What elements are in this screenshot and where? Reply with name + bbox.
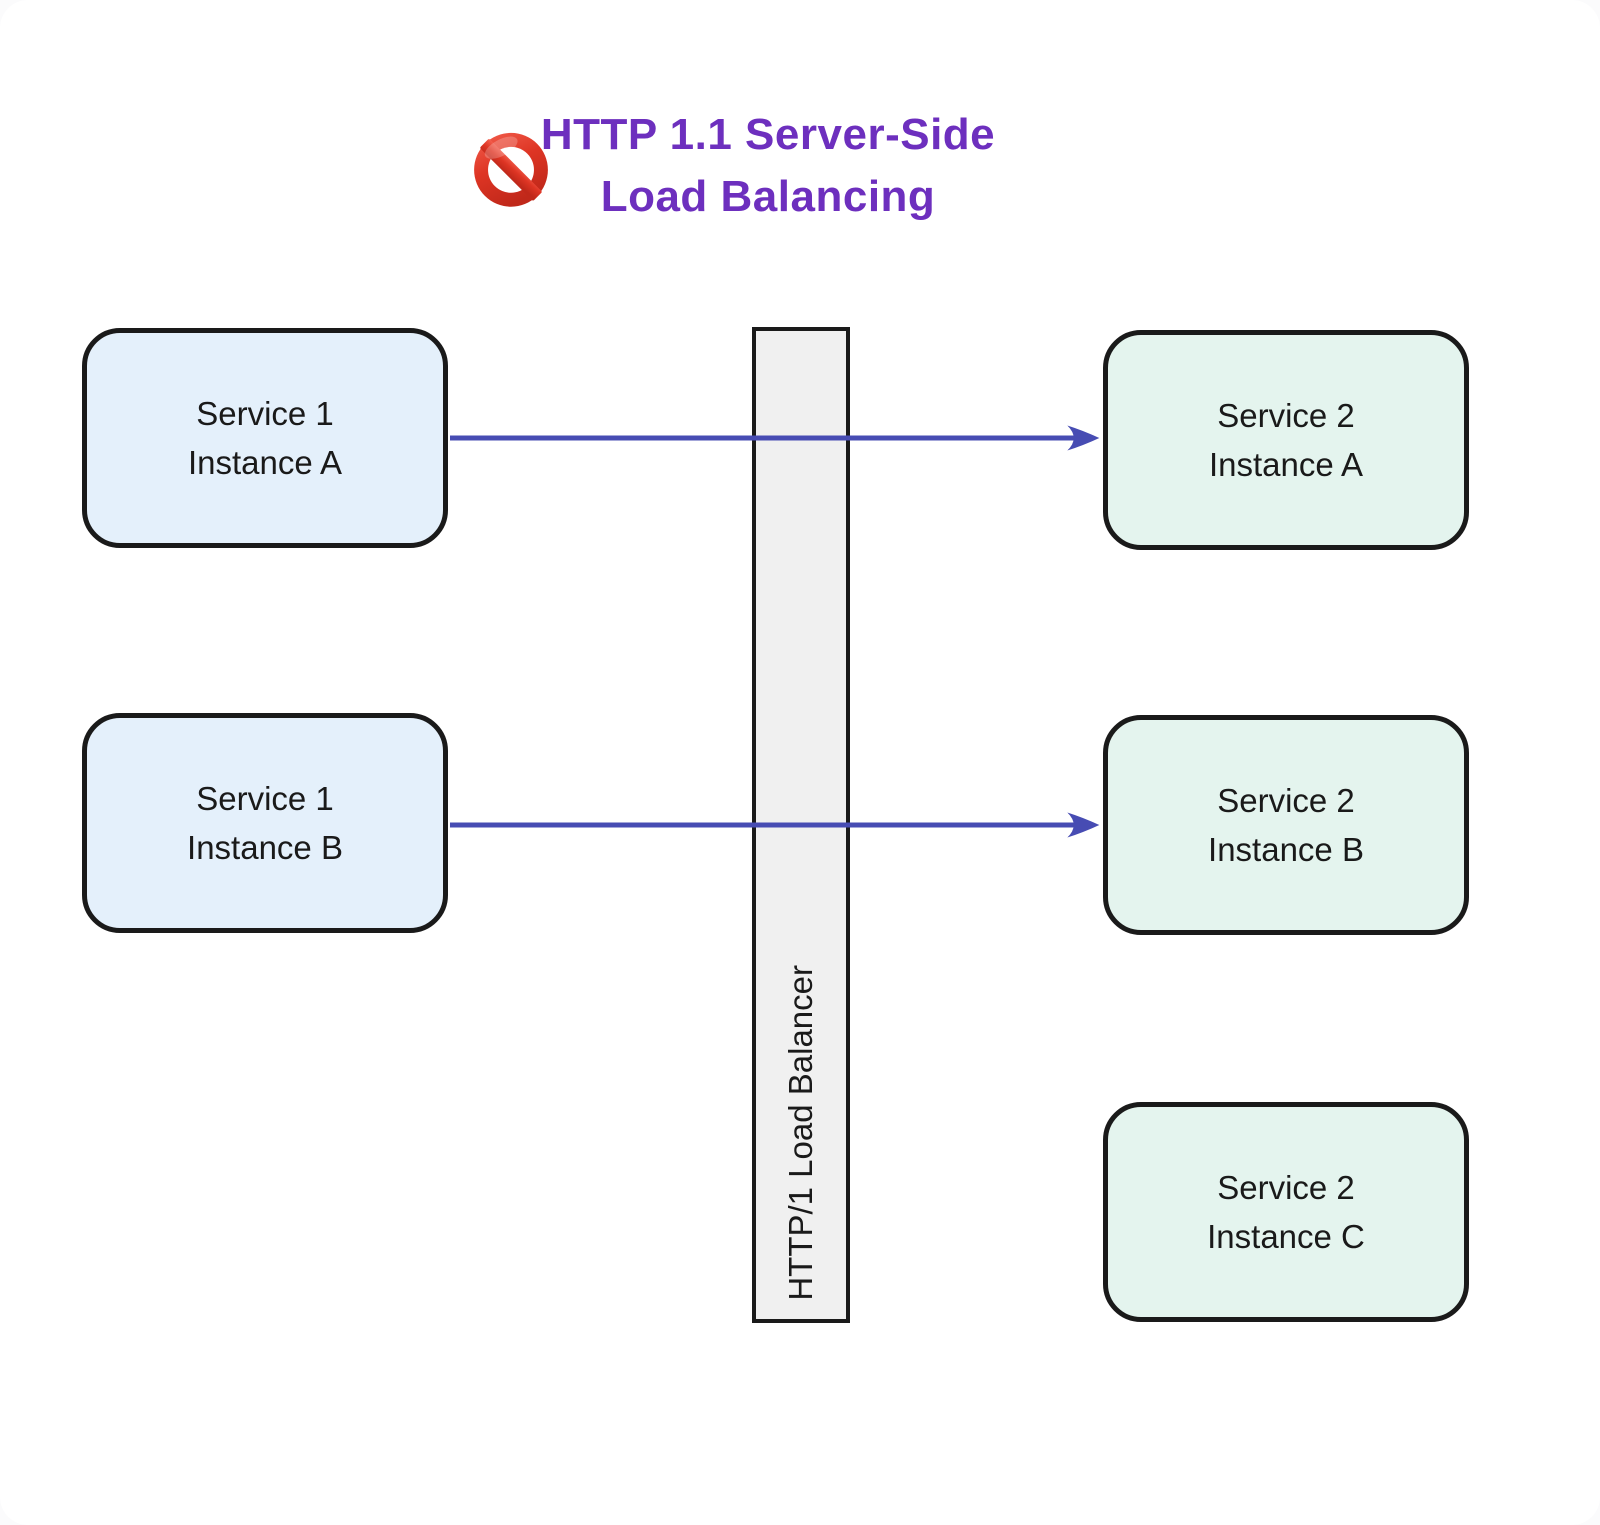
node-label-line2: Instance A <box>1208 446 1364 483</box>
node-label-line2: Instance B <box>187 829 343 866</box>
node-label-line1: Service 2 <box>1217 397 1355 434</box>
node-label-line2: Instance B <box>1208 831 1364 868</box>
node-service1-instance-a: Service 1 Instance A <box>82 328 448 548</box>
no-entry-icon <box>474 132 548 207</box>
node-service1-instance-b: Service 1 Instance B <box>82 713 448 933</box>
node-label-line1: Service 1 <box>196 395 334 432</box>
load-balancer-label: HTTP/1 Load Balancer <box>782 965 819 1301</box>
node-service2-instance-b: Service 2 Instance B <box>1103 715 1469 935</box>
node-label-line2: Instance A <box>187 444 343 481</box>
node-label-line1: Service 2 <box>1217 782 1355 819</box>
diagram-title-line2: Load Balancing <box>600 172 936 221</box>
diagram-title-line1: HTTP 1.1 Server-Side <box>540 110 996 159</box>
node-service2-instance-c: Service 2 Instance C <box>1103 1102 1469 1322</box>
node-service2-instance-a: Service 2 Instance A <box>1103 330 1469 550</box>
diagram-title: HTTP 1.1 Server-Side Load Balancing <box>538 104 998 228</box>
node-label-line1: Service 1 <box>196 780 334 817</box>
node-label-line2: Instance C <box>1207 1218 1365 1255</box>
load-balancer-bar: HTTP/1 Load Balancer <box>752 327 850 1323</box>
node-label-line1: Service 2 <box>1217 1169 1355 1206</box>
